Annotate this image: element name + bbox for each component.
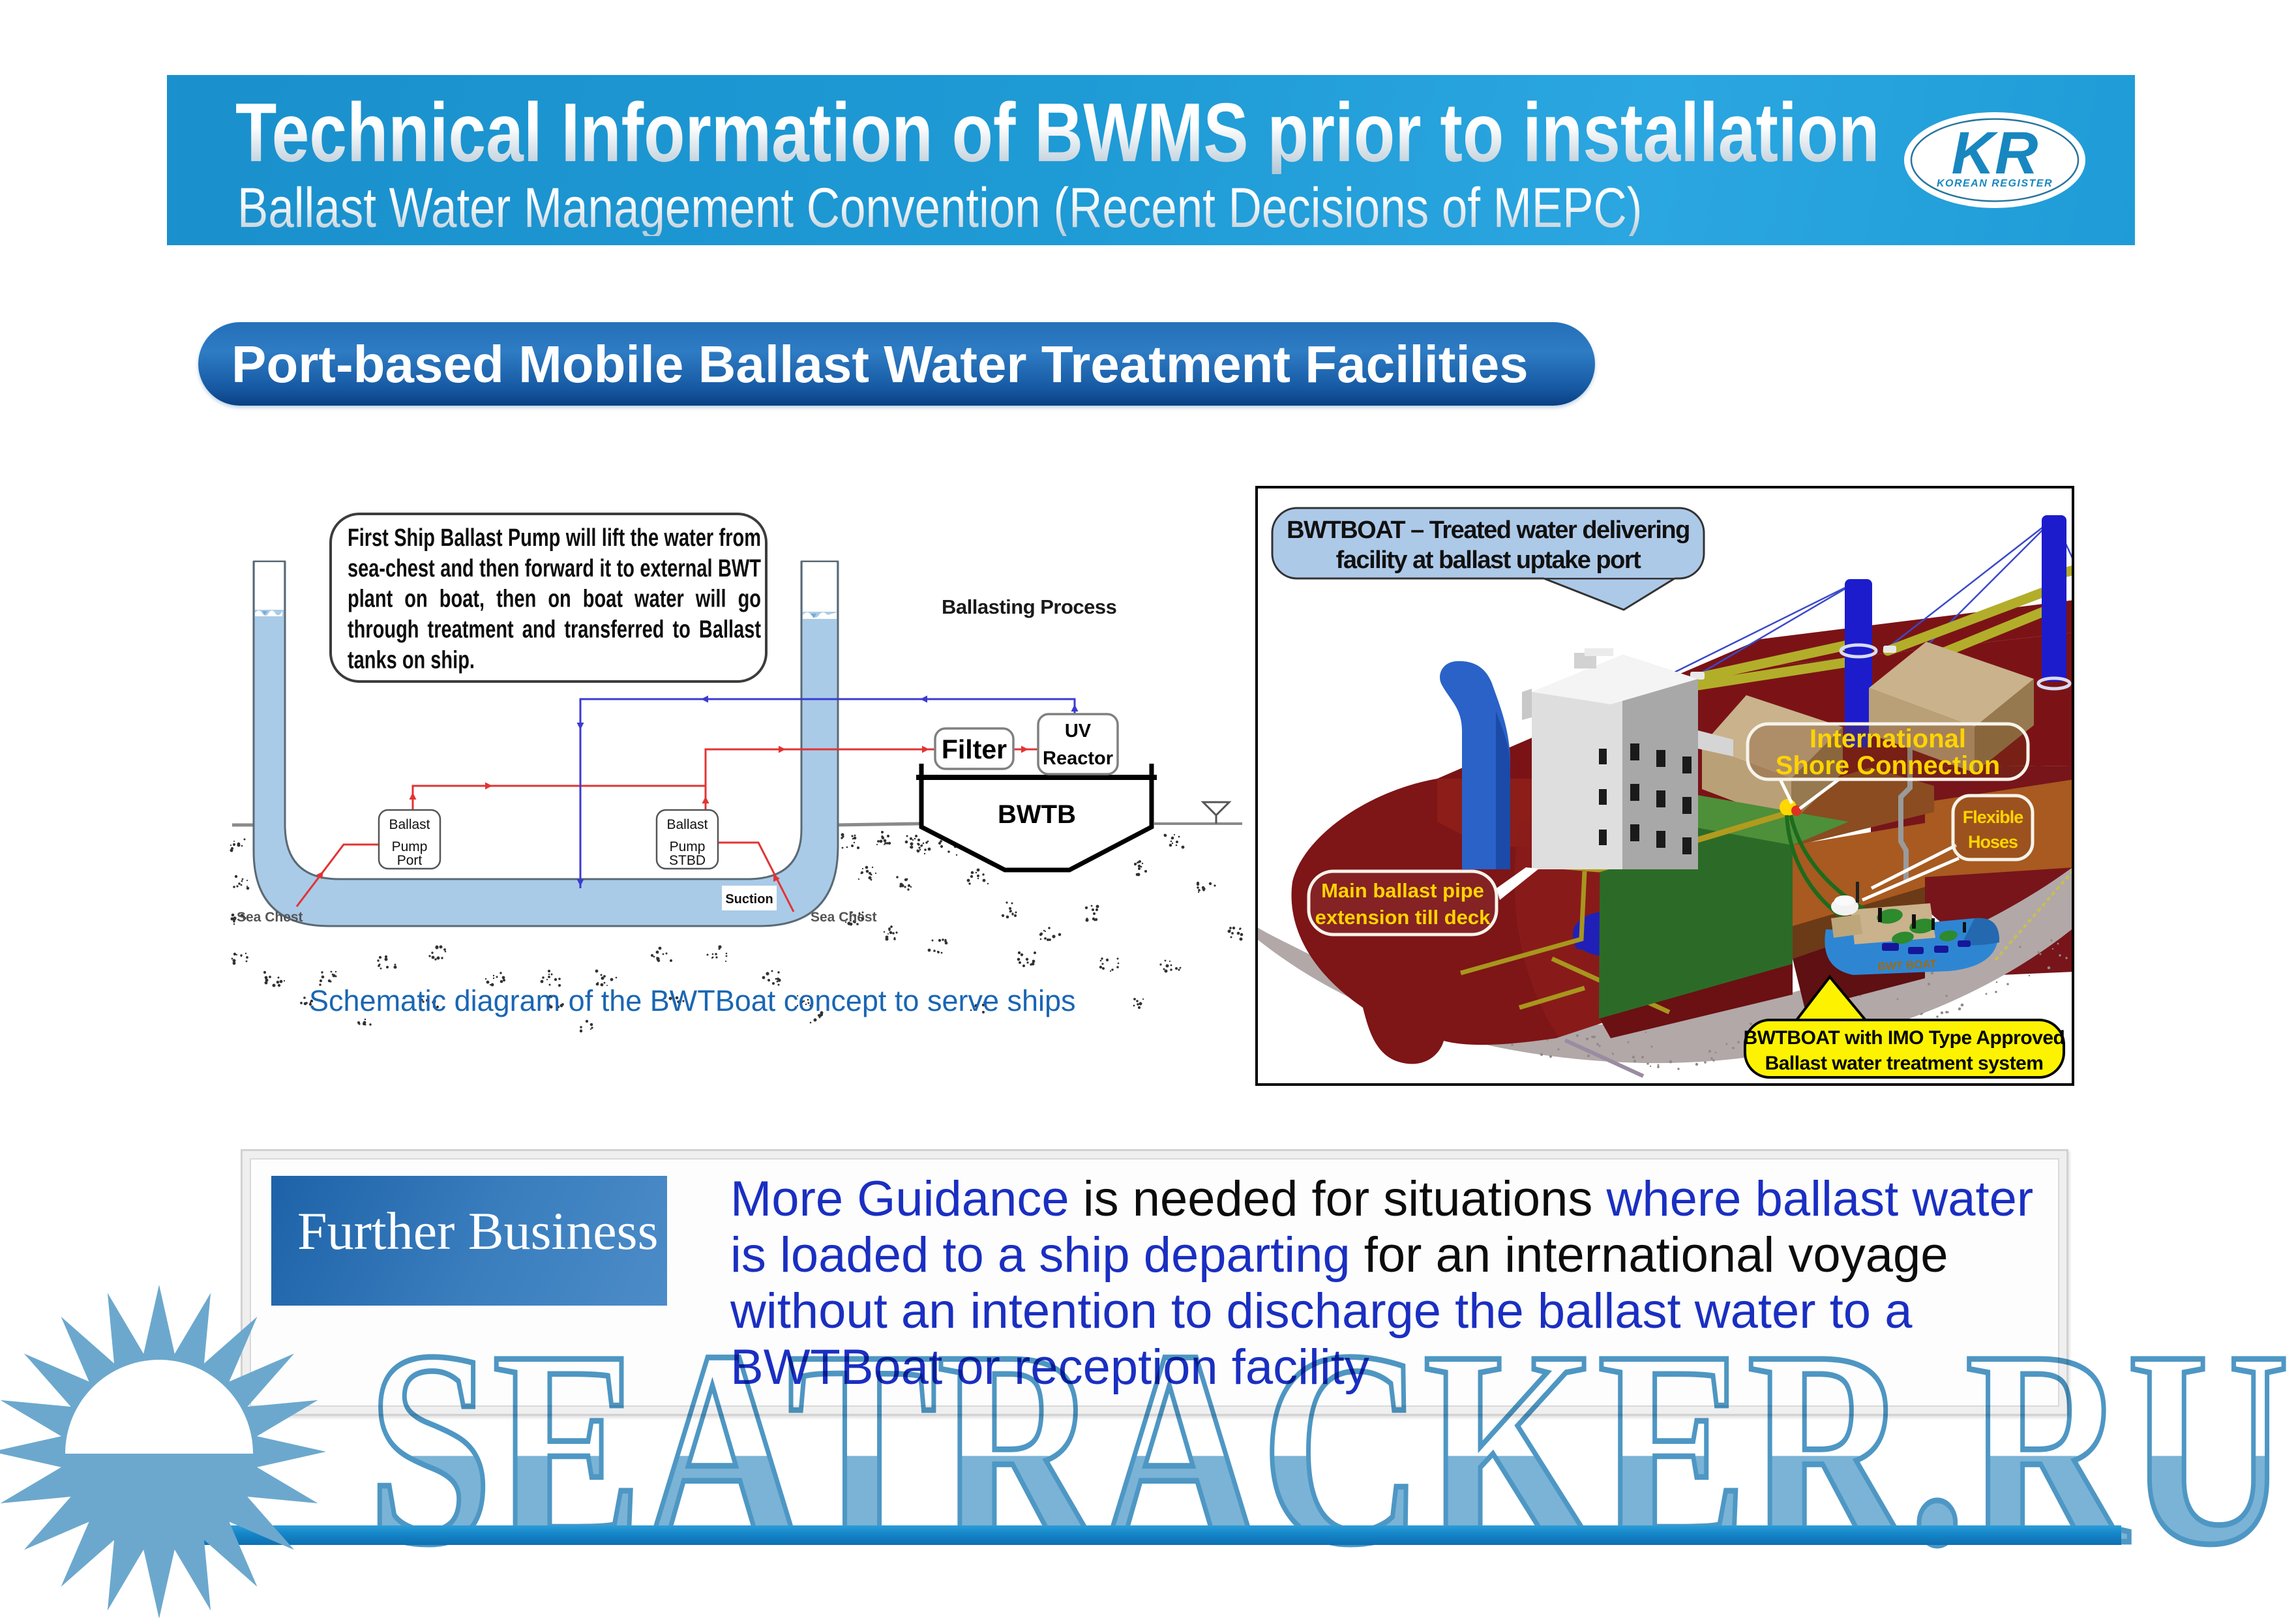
svg-text:Sea Chest: Sea Chest: [811, 910, 877, 925]
svg-text:Flexible: Flexible: [1963, 807, 2024, 827]
svg-text:Ballast water treatment system: Ballast water treatment system: [1765, 1053, 2044, 1074]
svg-text:Filter: Filter: [942, 734, 1007, 764]
svg-text:Pump: Pump: [392, 839, 428, 854]
svg-text:KOREAN REGISTER: KOREAN REGISTER: [1937, 178, 2053, 189]
svg-text:Suction: Suction: [725, 892, 773, 906]
svg-text:Ballasting Process: Ballasting Process: [942, 595, 1116, 618]
svg-text:Ballast: Ballast: [389, 817, 430, 832]
svg-text:BWTB: BWTB: [998, 800, 1076, 829]
svg-text:Main ballast pipe: Main ballast pipe: [1321, 879, 1484, 902]
svg-text:Shore Connection: Shore Connection: [1776, 751, 2000, 780]
svg-text:extension till deck: extension till deck: [1315, 906, 1491, 929]
svg-text:STBD: STBD: [669, 853, 706, 868]
svg-text:KR: KR: [1952, 120, 2038, 187]
svg-text:UV: UV: [1065, 721, 1092, 742]
svg-text:Sea Chest: Sea Chest: [237, 910, 303, 925]
svg-text:International: International: [1810, 725, 1966, 753]
svg-text:Reactor: Reactor: [1043, 748, 1113, 769]
svg-text:facility at ballast uptake por: facility at ballast uptake port: [1336, 547, 1641, 574]
svg-text:BWT BOAT: BWT BOAT: [1877, 957, 1937, 973]
svg-text:Pump: Pump: [670, 839, 706, 854]
svg-text:BWTBOAT with IMO Type Approved: BWTBOAT with IMO Type Approved: [1744, 1027, 2065, 1049]
svg-text:Hoses: Hoses: [1968, 832, 2018, 852]
svg-text:Ballast: Ballast: [666, 817, 708, 832]
svg-text:BWTBOAT – Treated water delive: BWTBOAT – Treated water delivering: [1287, 517, 1690, 544]
svg-text:Port: Port: [397, 853, 423, 868]
